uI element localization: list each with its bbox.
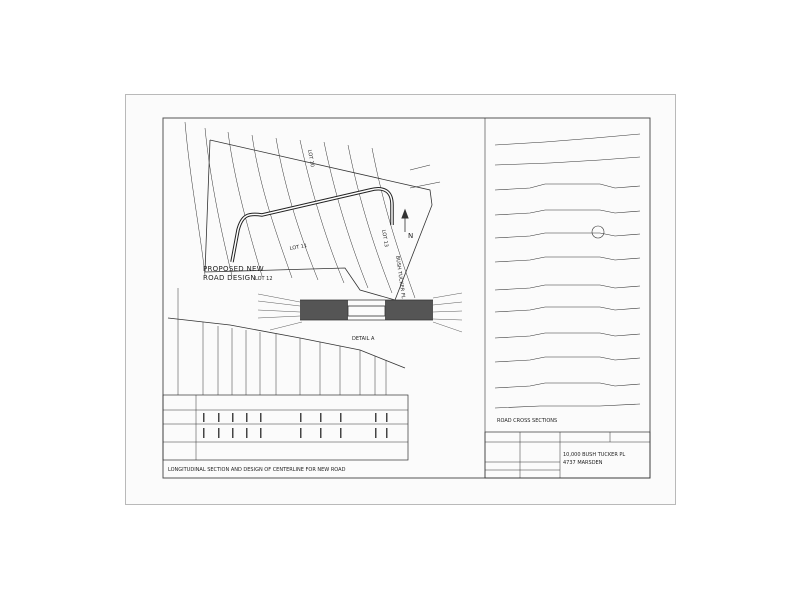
longitudinal-profile xyxy=(162,288,409,461)
plan-title-line2: ROAD DESIGN xyxy=(203,274,256,282)
cross-sections xyxy=(484,118,641,478)
lot-label: LOT 13 xyxy=(380,229,389,247)
detail-a-label: DETAIL A xyxy=(352,336,375,342)
north-arrow-icon: N xyxy=(408,232,414,240)
lot-label: LOT 11 xyxy=(289,243,307,252)
cross-section-caption: ROAD CROSS SECTIONS xyxy=(497,418,557,424)
lot-label: LOT 12 xyxy=(255,276,273,282)
title-block xyxy=(484,431,651,479)
drawing-border xyxy=(162,117,651,479)
lot-label: LOT 10 xyxy=(306,149,315,167)
plan-title-line1: PROPOSED NEW xyxy=(203,265,264,273)
street-name: BUSH TUCKER PL xyxy=(394,255,406,299)
drawing-sheet xyxy=(125,94,676,505)
site-plan xyxy=(184,121,441,301)
profile-table-values xyxy=(203,413,388,438)
profile-caption: LONGITUDINAL SECTION AND DESIGN OF CENTE… xyxy=(168,467,346,473)
detail-a-drawing xyxy=(257,292,463,333)
title-block-line1: 10,000 BUSH TUCKER PL xyxy=(563,452,625,458)
title-block-line2: 4737 MARSDEN xyxy=(563,460,603,466)
